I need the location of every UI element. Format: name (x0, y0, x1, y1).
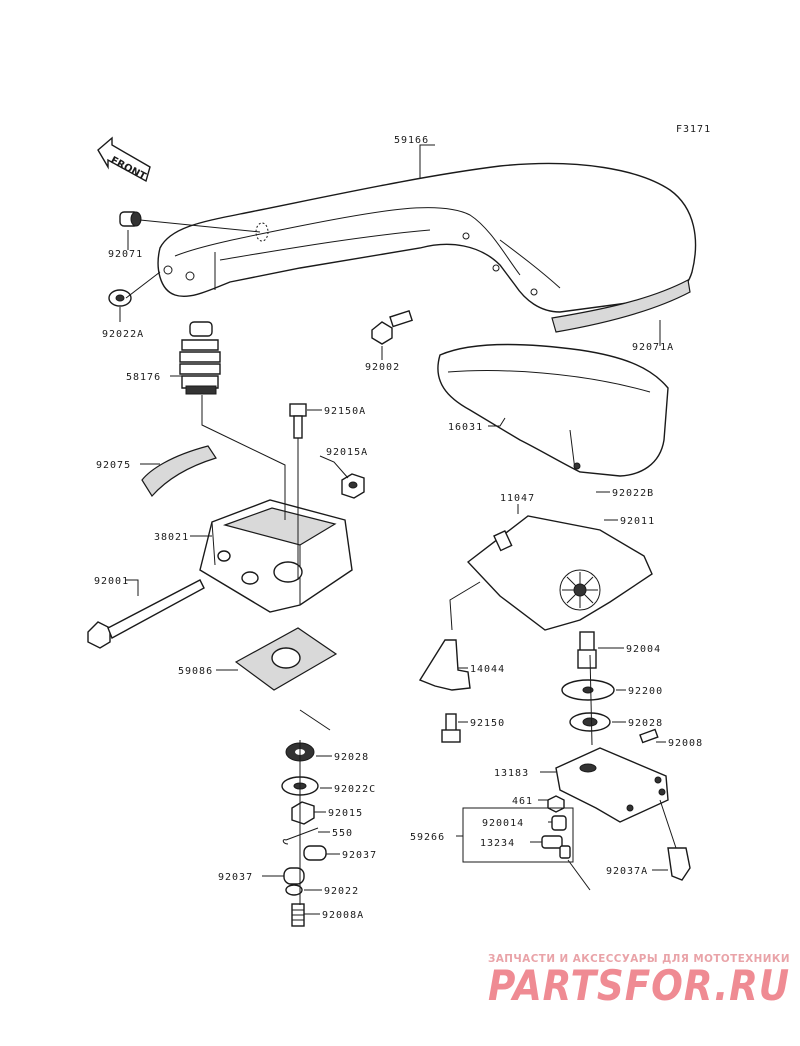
part-label-92150A[interactable]: 92150A (324, 406, 366, 417)
part-label-11047[interactable]: 11047 (500, 493, 535, 504)
kit-bracket-59266 (462, 807, 574, 863)
part-label-92071A[interactable]: 92071A (632, 342, 674, 353)
part-label-92071[interactable]: 92071 (108, 249, 143, 260)
bolt-92150A (289, 403, 307, 439)
part-label-92008[interactable]: 92008 (668, 738, 703, 749)
part-label-92028-left[interactable]: 92028 (334, 752, 369, 763)
part-label-59266[interactable]: 59266 (410, 832, 445, 843)
screw-920014 (551, 815, 567, 831)
part-label-14044[interactable]: 14044 (470, 664, 505, 675)
nut-92015 (291, 801, 315, 825)
washer-92022A (108, 289, 132, 307)
bracket-14044 (418, 639, 471, 691)
washer-92022 (285, 884, 303, 896)
part-label-92022B[interactable]: 92022B (612, 488, 654, 499)
part-label-920014[interactable]: 920014 (482, 818, 524, 829)
part-label-92037-left[interactable]: 92037 (218, 872, 253, 883)
nut-92015A (341, 473, 365, 499)
inner-cover-16031 (437, 343, 669, 477)
seal-92071A (551, 279, 691, 333)
part-label-92075[interactable]: 92075 (96, 460, 131, 471)
bellows-58176 (179, 321, 221, 395)
leader-lines (119, 144, 668, 915)
part-label-92200[interactable]: 92200 (628, 686, 663, 697)
plate-13183 (555, 747, 669, 823)
part-label-92150[interactable]: 92150 (470, 718, 505, 729)
screw-92008 (639, 728, 659, 744)
part-label-59166[interactable]: 59166 (394, 135, 429, 146)
part-label-38021[interactable]: 38021 (154, 532, 189, 543)
bolt-92150 (441, 713, 461, 743)
part-label-92004[interactable]: 92004 (626, 644, 661, 655)
part-label-92037A[interactable]: 92037A (606, 866, 648, 877)
part-labels: 59166 92071 92022A 92071A 92002 58176 16… (94, 135, 703, 921)
nut-461 (547, 795, 565, 813)
reference-lines (125, 219, 677, 905)
diagram-code: F3171 (676, 124, 711, 135)
pad-92075 (141, 445, 217, 497)
grommet-92071 (119, 211, 142, 227)
fitting-13234 (541, 835, 571, 859)
part-label-461[interactable]: 461 (512, 796, 533, 807)
clip-92037A (667, 847, 691, 881)
bolt-92008A (291, 903, 305, 927)
part-label-92022A[interactable]: 92022A (102, 329, 144, 340)
part-label-550[interactable]: 550 (332, 828, 353, 839)
watermark: ЗАПЧАСТИ И АКСЕССУАРЫ ДЛЯ МОТОТЕХНИКИ PA… (488, 952, 790, 1010)
watermark-brand: PARTSFOR.RU (488, 961, 790, 1010)
part-label-92022[interactable]: 92022 (324, 886, 359, 897)
pin-550 (282, 827, 319, 845)
part-label-92011[interactable]: 92011 (620, 516, 655, 527)
watermark-tagline: ЗАПЧАСТИ И АКСЕССУАРЫ ДЛЯ МОТОТЕХНИКИ (488, 952, 790, 965)
washer-92200 (561, 679, 615, 701)
part-label-92015[interactable]: 92015 (328, 808, 363, 819)
part-label-92037-right[interactable]: 92037 (342, 850, 377, 861)
part-label-92015A[interactable]: 92015A (326, 447, 368, 458)
bolt-92002 (371, 309, 413, 345)
part-label-92022C[interactable]: 92022C (334, 784, 376, 795)
part-label-16031[interactable]: 16031 (448, 422, 483, 433)
part-label-92001[interactable]: 92001 (94, 576, 129, 587)
washer-92028-right (569, 712, 611, 732)
intake-cover-59166 (157, 162, 697, 313)
part-label-92002[interactable]: 92002 (365, 362, 400, 373)
plate-11047 (466, 515, 653, 631)
clamp-92037-left (283, 867, 305, 885)
front-arrow-icon: FRONT (97, 136, 151, 183)
part-label-13183[interactable]: 13183 (494, 768, 529, 779)
part-label-13234[interactable]: 13234 (480, 838, 515, 849)
clamp-92037-right (303, 845, 327, 861)
part-label-92008A[interactable]: 92008A (322, 910, 364, 921)
bolt-92001 (87, 579, 205, 649)
spacer-92004 (577, 631, 597, 669)
bracket-38021 (199, 499, 353, 613)
part-label-92028-right[interactable]: 92028 (628, 718, 663, 729)
gasket-59086 (234, 627, 338, 691)
part-label-59086[interactable]: 59086 (178, 666, 213, 677)
part-label-58176[interactable]: 58176 (126, 372, 161, 383)
